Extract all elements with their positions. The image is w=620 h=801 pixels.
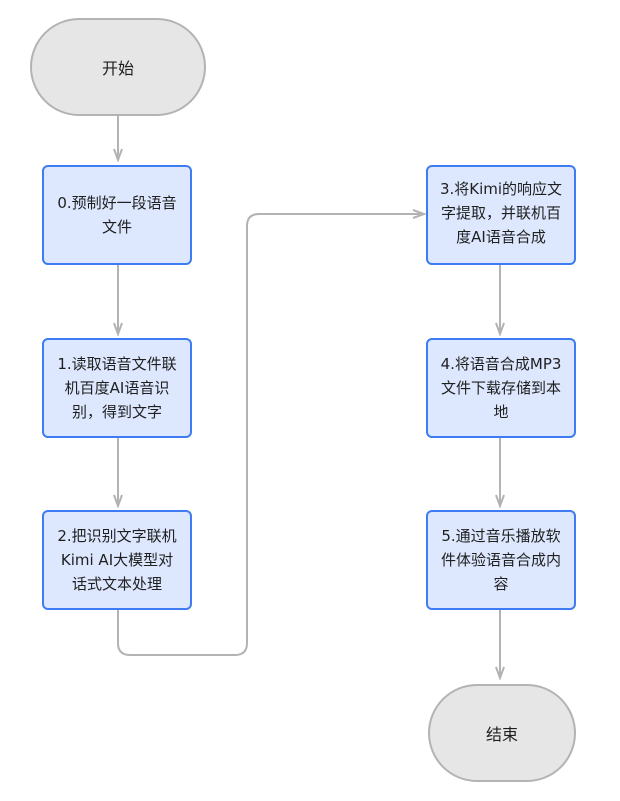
end-label: 结束: [485, 725, 518, 744]
step-2-label: 2.把识别文字联机Kimi AI大模型对话式文本处理: [57, 527, 177, 593]
start-label: 开始: [101, 59, 134, 78]
end-terminal: 结束: [428, 684, 576, 782]
step-4-box: 4.将语音合成MP3文件下载存储到本地: [426, 338, 576, 438]
step-0-box: 0.预制好一段语音文件: [42, 165, 192, 265]
step-5-label: 5.通过音乐播放软件体验语音合成内容: [440, 527, 561, 593]
step-3-label: 3.将Kimi的响应文字提取，并联机百度AI语音合成: [439, 180, 563, 246]
start-terminal: 开始: [30, 18, 206, 116]
connector-step2-to-step3: [117, 214, 424, 656]
step-1-box: 1.读取语音文件联机百度AI语音识别，得到文字: [42, 338, 192, 438]
step-0-label: 0.预制好一段语音文件: [57, 194, 177, 236]
step-3-box: 3.将Kimi的响应文字提取，并联机百度AI语音合成: [426, 165, 576, 265]
step-5-box: 5.通过音乐播放软件体验语音合成内容: [426, 510, 576, 610]
step-1-label: 1.读取语音文件联机百度AI语音识别，得到文字: [57, 355, 177, 421]
step-4-label: 4.将语音合成MP3文件下载存储到本地: [440, 355, 562, 421]
step-2-box: 2.把识别文字联机Kimi AI大模型对话式文本处理: [42, 510, 192, 610]
